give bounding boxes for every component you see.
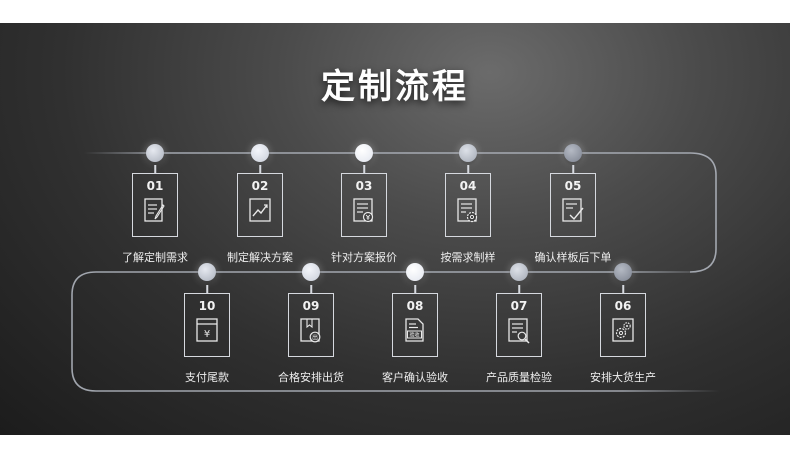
step-06-number: 06 [614, 299, 632, 313]
page-title: 定制流程 [321, 67, 469, 107]
step-09-label: 合格安排出货 [278, 371, 344, 384]
step-03-card: 03 [341, 173, 387, 237]
trend-chart-icon [249, 198, 271, 222]
step-07-card: 07 [496, 293, 542, 357]
step-09-number: 09 [302, 299, 320, 313]
step-07-dot [510, 263, 528, 281]
step-02-card: 02 [237, 173, 283, 237]
shipping-stamp-icon: 出 [300, 318, 321, 343]
step-04-card: 04 [445, 173, 491, 237]
production-gears-icon [612, 318, 634, 342]
yuan-payment-icon: ¥ [196, 318, 218, 342]
step-10-label: 支付尾款 [185, 371, 229, 384]
step-01-card: 01 [132, 173, 178, 237]
svg-text:¥: ¥ [204, 329, 210, 340]
step-06-label: 安排大货生产 [590, 371, 656, 384]
step-05-number: 05 [564, 179, 582, 193]
step-09-dot [302, 263, 320, 281]
svg-text:验收: 验收 [409, 332, 419, 339]
sample-gear-document-icon [457, 198, 478, 223]
quote-document-icon [353, 198, 374, 223]
step-05-card: 05 [550, 173, 596, 237]
note-pen-icon [144, 198, 165, 222]
step-08-dot [406, 263, 424, 281]
step-09-card: 09 出 [288, 293, 334, 357]
step-01-dot [146, 144, 164, 162]
step-10-number: 10 [198, 299, 216, 313]
step-08-number: 08 [406, 299, 424, 313]
step-08-label: 客户确认验收 [382, 371, 448, 384]
step-03-number: 03 [355, 179, 373, 193]
step-07-number: 07 [510, 299, 528, 313]
step-04-dot [459, 144, 477, 162]
step-02-number: 02 [251, 179, 269, 193]
step-06-dot [614, 263, 632, 281]
process-panel: 定制流程 01 0 [0, 23, 790, 435]
svg-text:出: 出 [312, 334, 318, 342]
step-02-dot [251, 144, 269, 162]
step-01-label: 了解定制需求 [122, 251, 188, 264]
step-07-label: 产品质量检验 [486, 371, 552, 384]
step-10-card: 10 ¥ [184, 293, 230, 357]
acceptance-document-icon: 验收 [405, 318, 424, 342]
step-03-label: 针对方案报价 [331, 251, 397, 264]
step-06-card: 06 [600, 293, 646, 357]
step-08-card: 08 验收 [392, 293, 438, 357]
step-05-dot [564, 144, 582, 162]
step-04-label: 按需求制样 [440, 251, 496, 264]
inspection-magnifier-icon [508, 318, 530, 344]
step-01-number: 01 [146, 179, 164, 193]
checked-document-icon [562, 198, 584, 222]
process-track [71, 152, 720, 392]
step-03-dot [355, 144, 373, 162]
step-10-dot [198, 263, 216, 281]
step-05-label: 确认样板后下单 [534, 251, 612, 264]
step-02-label: 制定解决方案 [227, 251, 293, 264]
step-04-number: 04 [459, 179, 477, 193]
